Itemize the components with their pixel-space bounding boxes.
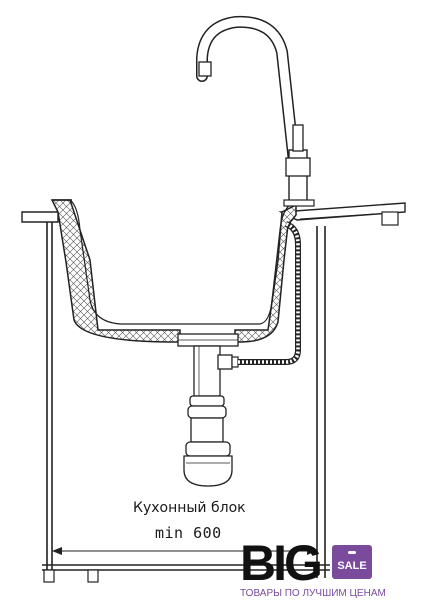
big-sale-logo: BIG SALE ТОВАРЫ ПО ЛУЧШИМ ЦЕНАМ	[236, 535, 436, 604]
overflow-fitting	[217, 354, 239, 370]
cabinet-right-wall	[316, 226, 326, 578]
sink-bowl	[50, 199, 297, 343]
cabinet-label: Кухонный блок	[133, 500, 246, 516]
logo-word: BIG	[240, 535, 323, 591]
faucet-body	[283, 124, 315, 207]
faucet	[196, 15, 302, 186]
cabinet-width-dimension-line	[52, 547, 317, 555]
badge-dot-icon	[348, 551, 356, 554]
overflow-hose	[238, 221, 301, 365]
cabinet-left-wall	[46, 222, 53, 578]
cabinet-dimension: min 600	[155, 524, 222, 542]
sale-badge: SALE	[332, 545, 372, 579]
cabinet-feet	[43, 569, 99, 583]
drain-outlet	[177, 333, 239, 347]
drain-pipe	[193, 345, 221, 397]
logo-tagline: ТОВАРЫ ПО ЛУЧШИМ ЦЕНАМ	[240, 588, 386, 599]
sale-badge-text: SALE	[337, 560, 367, 572]
bottle-trap	[183, 395, 233, 487]
